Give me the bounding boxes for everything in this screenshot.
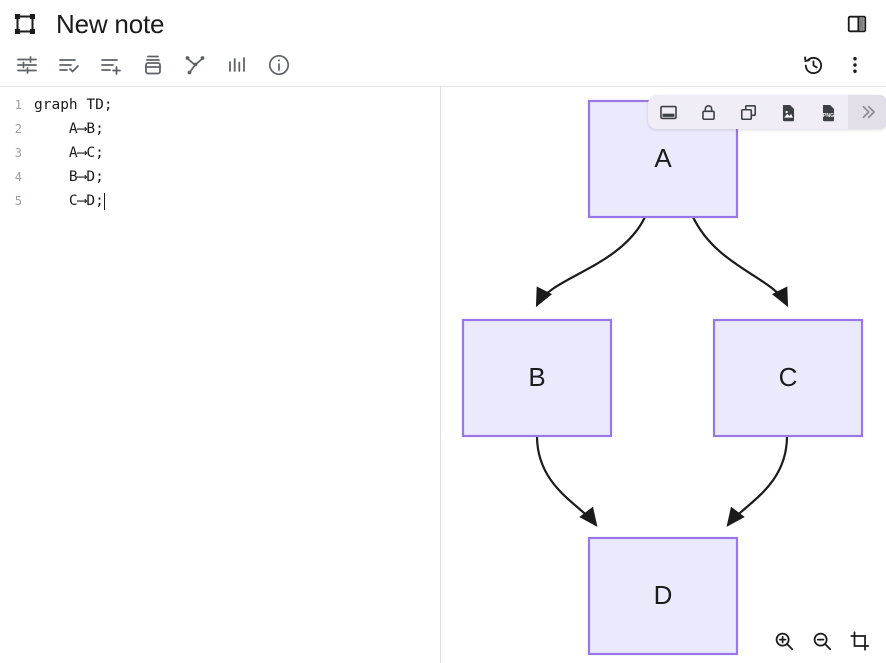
zoom-in-icon[interactable] — [770, 627, 798, 655]
code-line[interactable]: 5 C⟶D; — [0, 189, 440, 213]
tune-icon[interactable] — [6, 48, 48, 82]
node-b-label: B — [528, 362, 545, 392]
chevron-double-right-icon[interactable] — [848, 95, 886, 129]
node-d-shape[interactable] — [587, 536, 739, 656]
code-line[interactable]: 4 B⟶D; — [0, 165, 440, 189]
pane-splitter[interactable] — [440, 87, 441, 663]
code-line[interactable]: 1 graph TD; — [0, 93, 440, 117]
flow-graph-icon[interactable] — [174, 48, 216, 82]
node-context-toolbar: PNG — [648, 95, 886, 129]
caption-icon[interactable] — [648, 95, 688, 129]
add-list-icon[interactable] — [90, 48, 132, 82]
diagram-node-d[interactable]: D — [587, 536, 739, 656]
node-d-label: D — [654, 580, 673, 610]
code-area[interactable]: 1 graph TD; 2 A⟶B; 3 A⟶C; 4 B⟶D; 5 C⟶D; — [0, 87, 440, 213]
edge-a-b — [535, 216, 646, 308]
node-a-label: A — [654, 143, 672, 173]
node-c-shape[interactable] — [712, 318, 864, 438]
page-title[interactable]: New note — [56, 9, 165, 39]
line-number: 5 — [14, 194, 22, 208]
line-content: A⟶C; — [34, 145, 104, 161]
node-b-shape[interactable] — [461, 318, 613, 438]
database-icon[interactable] — [132, 48, 174, 82]
frame-selection-icon — [8, 7, 42, 41]
diagram-edges — [535, 216, 789, 527]
bar-chart-icon[interactable] — [216, 48, 258, 82]
text-caret — [103, 192, 105, 210]
svg-text:PNG: PNG — [822, 112, 833, 118]
history-icon[interactable] — [792, 48, 834, 82]
zoom-out-icon[interactable] — [808, 627, 836, 655]
edge-b-d — [535, 435, 598, 527]
checklist-icon[interactable] — [48, 48, 90, 82]
edge-a-c — [692, 216, 789, 308]
toolbar-divider — [0, 86, 886, 87]
export-svg-icon[interactable] — [768, 95, 808, 129]
copy-icon[interactable] — [728, 95, 768, 129]
line-content: A⟶B; — [34, 121, 104, 137]
fit-to-screen-icon[interactable] — [846, 627, 874, 655]
info-circle-icon[interactable] — [258, 48, 300, 82]
diagram-node-c[interactable]: C — [712, 318, 864, 438]
line-content: C⟶D; — [34, 193, 104, 209]
line-content: B⟶D; — [34, 169, 104, 185]
line-number: 4 — [14, 170, 22, 184]
line-number: 3 — [14, 146, 22, 160]
edge-c-d — [726, 435, 789, 527]
export-png-icon[interactable]: PNG — [808, 95, 848, 129]
side-panel-icon[interactable] — [840, 7, 874, 41]
node-c-label: C — [779, 362, 798, 392]
line-content: graph TD; — [34, 97, 113, 113]
more-vert-icon[interactable] — [834, 48, 876, 82]
title-bar: New note — [0, 0, 886, 48]
zoom-controls — [770, 627, 874, 655]
line-number: 2 — [14, 122, 22, 136]
lock-icon[interactable] — [688, 95, 728, 129]
code-editor-pane[interactable]: 1 graph TD; 2 A⟶B; 3 A⟶C; 4 B⟶D; 5 C⟶D; — [0, 87, 440, 663]
line-number: 1 — [14, 98, 22, 112]
code-line[interactable]: 3 A⟶C; — [0, 141, 440, 165]
diagram-node-b[interactable]: B — [461, 318, 613, 438]
code-line[interactable]: 2 A⟶B; — [0, 117, 440, 141]
main-toolbar — [0, 44, 886, 86]
mermaid-diagram[interactable]: A B C D — [441, 87, 886, 663]
diagram-preview-pane[interactable]: A B C D — [441, 87, 886, 663]
